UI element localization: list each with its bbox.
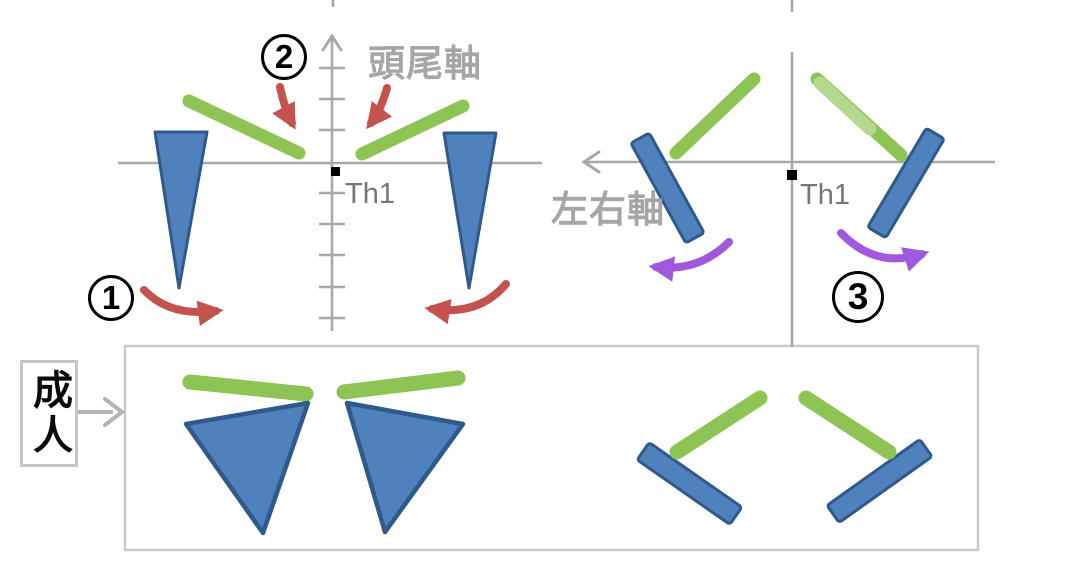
craniocaudal-axis-diagram [118,0,542,331]
adult-label-box: 成人 [20,360,78,467]
leftright-axis-diagram [581,0,995,347]
right-rib-body-triangle [442,131,498,290]
step-2-badge: 2 [261,34,307,80]
step-3-badge: 3 [832,271,884,323]
right-rib-body-bar [826,439,933,523]
craniocaudal-axis-label: 頭尾軸 [368,43,482,84]
left-rib-body-triangle [183,400,311,536]
adult-label: 成人 [27,368,71,459]
th1-label-right: Th1 [800,179,850,211]
left-rib-neck-bar [669,390,768,460]
right-rib-neck-bar [336,370,466,400]
left-rib-neck-bar [182,374,314,402]
th1-marker-square [787,170,797,180]
adult-ribs-transverse [636,390,933,525]
left-rib-body-triangle [153,130,209,290]
left-rib-body-bar [630,132,705,244]
right-rib-neck-bar-overlap [813,76,877,136]
adult-ribs-frontal [182,370,466,536]
step-1-number: 1 [101,279,121,316]
right-rotation-arrow [424,280,510,325]
right-rib-neck-bar [355,99,470,161]
pointer-arrow-from-badge2 [272,83,296,130]
right-rotation-arrow [837,229,930,272]
right-rib-body-triangle [344,400,466,535]
step-2-number: 2 [274,38,294,75]
left-rib-neck-bar [182,94,306,160]
step-3-number: 3 [847,276,869,317]
left-rib-neck-bar [669,72,761,160]
step-1-badge: 1 [88,275,134,321]
leftright-axis-label: 左右軸 [551,189,665,230]
left-rotation-arrow [648,238,733,282]
th1-marker-square [331,167,340,176]
left-rib-body-bar [636,442,743,525]
pointer-arrow-from-axis-label [366,84,393,130]
th1-label-left: Th1 [345,178,395,210]
adult-connector-arrow-icon [103,397,126,427]
left-rotation-arrow [140,286,224,327]
right-rib-body-bar [867,127,945,239]
left-arrowhead-icon [581,150,601,174]
up-arrowhead-icon [321,33,343,52]
right-rib-neck-bar [798,390,897,460]
